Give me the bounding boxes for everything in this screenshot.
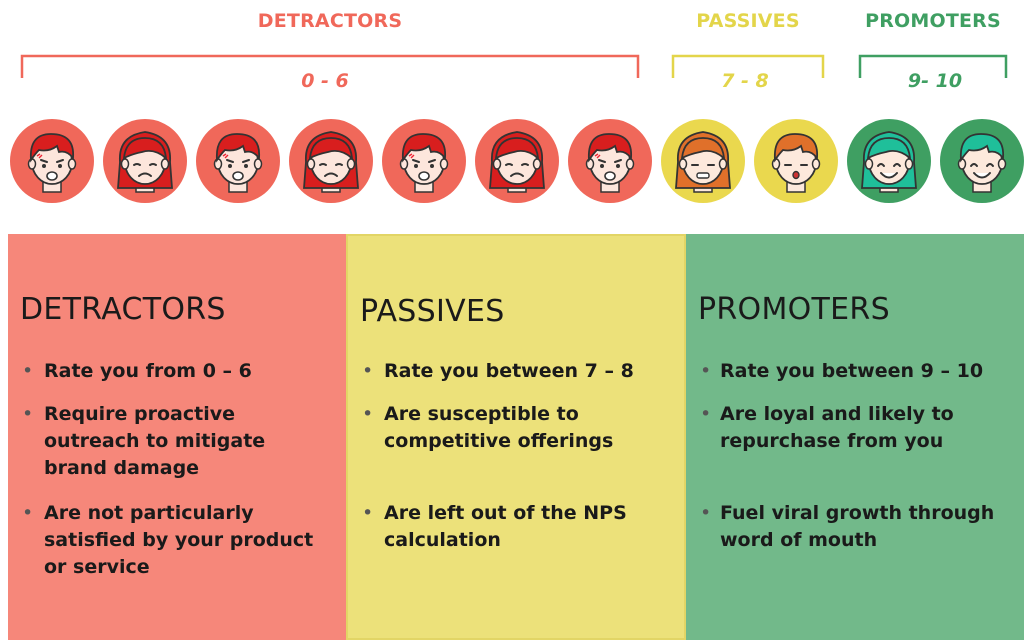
panel-title: DETRACTORS	[20, 292, 226, 327]
happy-face-icon	[847, 119, 931, 203]
sad-face-icon	[289, 119, 373, 203]
bullet-dot: •	[700, 360, 712, 382]
panel-title: PASSIVES	[360, 294, 505, 329]
bullet-text: Are loyal and likely to repurchase from …	[720, 403, 954, 452]
bullet-dot: •	[700, 403, 712, 425]
bullet-text: Rate you between 7 – 8	[384, 360, 634, 382]
bullet-item: • Are not particularly satisfied by your…	[22, 500, 338, 581]
promoters-panel: PROMOTERS • Rate you between 9 – 10 • Ar…	[686, 234, 1024, 640]
bullet-dot: •	[22, 360, 34, 382]
bullet-item: • Require proactive outreach to mitigate…	[22, 401, 322, 482]
bullet-text: Fuel viral growth through word of mouth	[720, 502, 995, 551]
bullet-text: Are not particularly satisfied by your p…	[44, 502, 314, 578]
bullet-dot: •	[362, 403, 374, 425]
promoters-range: 9- 10	[907, 70, 963, 92]
upset-face-icon	[568, 119, 652, 203]
bullet-dot: •	[362, 502, 374, 524]
bullet-dot: •	[362, 360, 374, 382]
bullet-item: • Rate you from 0 – 6	[22, 358, 342, 385]
detractors-header: DETRACTORS	[257, 10, 403, 32]
promoters-bracket	[858, 54, 1008, 78]
bullet-dot: •	[22, 502, 34, 524]
neutral-face-icon	[661, 119, 745, 203]
bullet-item: • Are susceptible to competitive offerin…	[362, 401, 652, 455]
bullet-text: Rate you between 9 – 10	[720, 360, 984, 382]
bullet-dot: •	[700, 502, 712, 524]
upset-face-icon	[196, 119, 280, 203]
neutral-face-icon	[754, 119, 838, 203]
panel-title: PROMOTERS	[698, 292, 890, 327]
detractors-bracket	[20, 54, 640, 78]
detractors-panel: DETRACTORS • Rate you from 0 – 6 • Requi…	[8, 234, 346, 640]
bullet-dot: •	[22, 403, 34, 425]
bullet-item: • Rate you between 9 – 10	[700, 358, 1020, 385]
bullet-item: • Are loyal and likely to repurchase fro…	[700, 401, 1000, 455]
upset-face-icon	[10, 119, 94, 203]
bullet-item: • Are left out of the NPS calculation	[362, 500, 652, 554]
bullet-item: • Rate you between 7 – 8	[362, 358, 662, 385]
passives-header: PASSIVES	[696, 10, 800, 32]
bullet-text: Require proactive outreach to mitigate b…	[44, 403, 266, 479]
bullet-text: Are susceptible to competitive offerings	[384, 403, 614, 452]
bullet-item: • Fuel viral growth through word of mout…	[700, 500, 1020, 554]
sad-face-icon	[103, 119, 187, 203]
passives-range: 7 - 8	[721, 70, 769, 92]
happy-face-icon	[940, 119, 1024, 203]
bullet-text: Are left out of the NPS calculation	[384, 502, 627, 551]
detractors-range: 0 - 6	[301, 70, 349, 92]
upset-face-icon	[382, 119, 466, 203]
promoters-header: PROMOTERS	[865, 10, 1001, 32]
bullet-text: Rate you from 0 – 6	[44, 360, 252, 382]
passives-bracket	[671, 54, 825, 78]
sad-face-icon	[475, 119, 559, 203]
passives-panel: PASSIVES • Rate you between 7 – 8 • Are …	[346, 234, 686, 640]
